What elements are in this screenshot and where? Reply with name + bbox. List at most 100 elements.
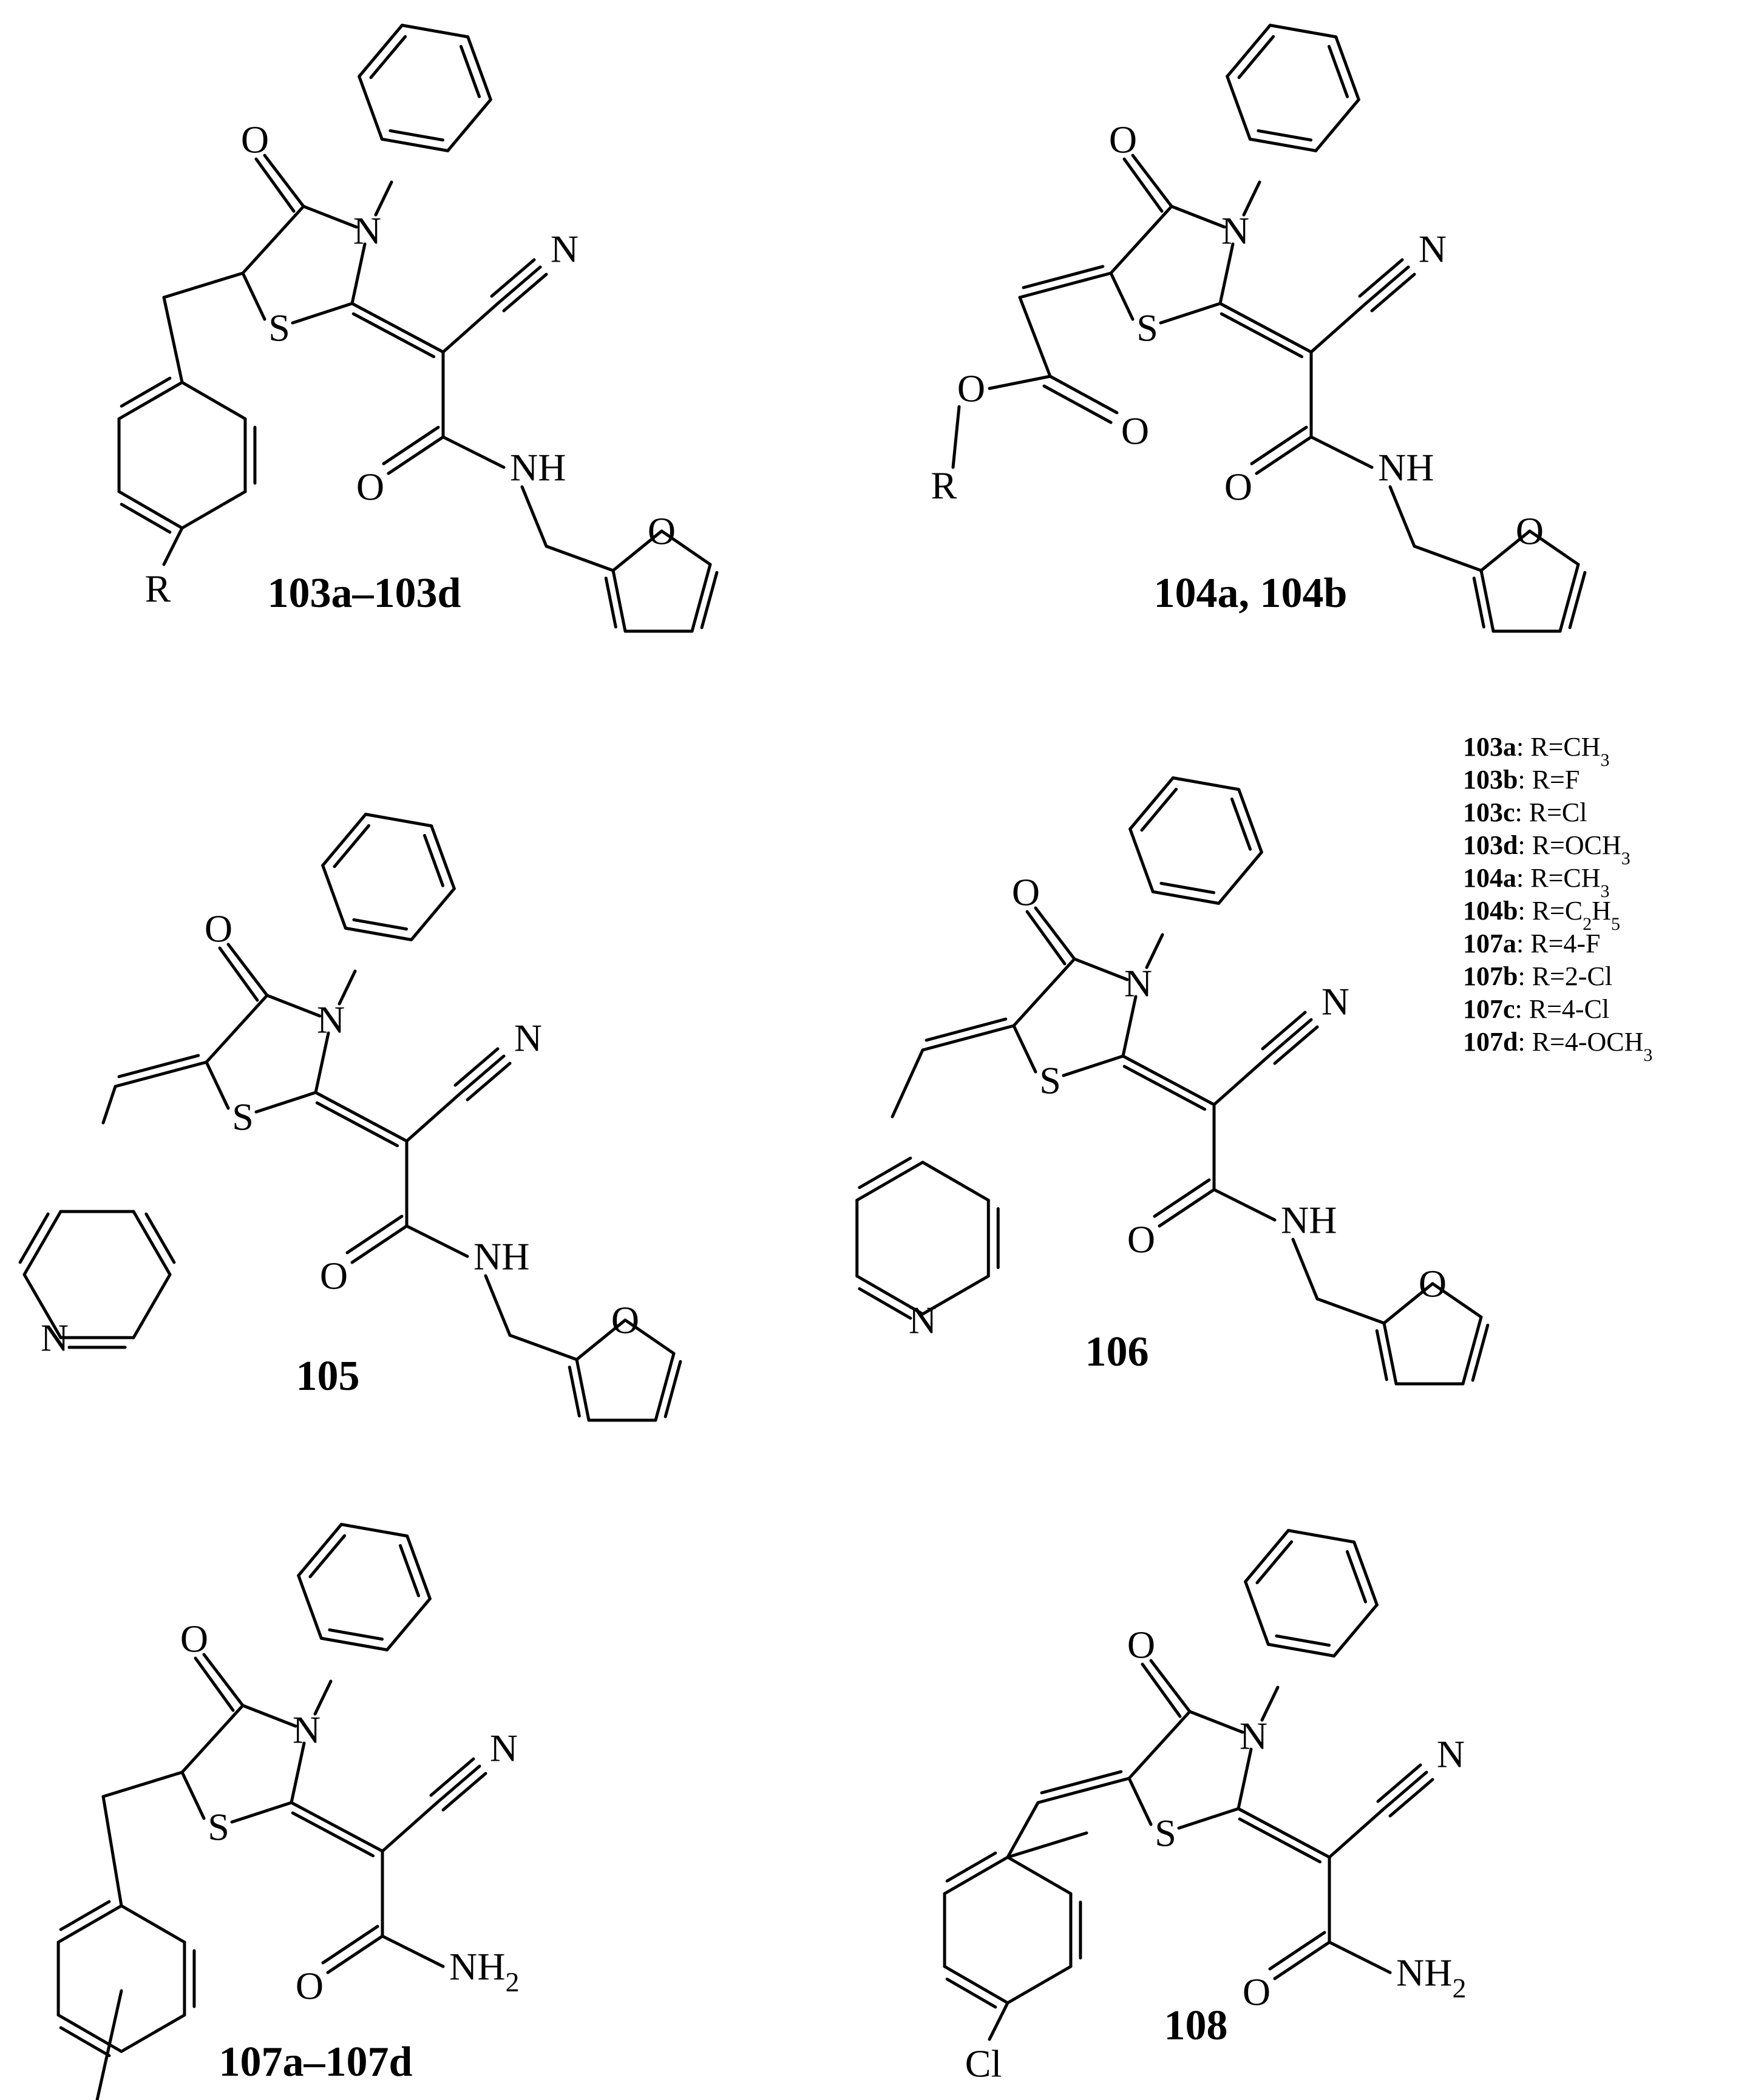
ring-bond [314, 1031, 330, 1094]
ring-bond [254, 1091, 317, 1114]
amide-nh-label: NH [1378, 446, 1434, 489]
pyridine-bond [921, 1275, 990, 1316]
phenyl-bond [339, 1523, 409, 1538]
ring-bond [350, 242, 367, 305]
amide-co-bond [387, 435, 445, 475]
ring-nitrogen: N [1221, 209, 1249, 252]
double-bond-line [120, 503, 172, 534]
furan-bond [1528, 529, 1580, 566]
carbonyl-oxygen: O [1127, 1624, 1155, 1667]
amide-cn-bond [1212, 1188, 1277, 1222]
phenyl-bond [410, 887, 456, 941]
furfuryl-bond [1315, 1297, 1386, 1325]
double-bond-line [18, 1212, 50, 1264]
benzyl-bond [101, 1795, 123, 1908]
ring-nitrogen: N [293, 1709, 321, 1752]
amide-cn-bond [1309, 435, 1374, 469]
n-phenyl-bond [313, 1679, 333, 1716]
compound-label-107: 107a–107d [219, 2039, 413, 2085]
furan-bond [611, 529, 663, 572]
phenyl-bond [321, 864, 347, 930]
compound-label-105: 105 [296, 1353, 360, 1400]
exocyclic-bond [350, 302, 445, 354]
phenyl-bond [1151, 890, 1221, 905]
amide-cn-bond [441, 435, 506, 469]
nitrile-bond [1358, 258, 1404, 298]
nitrile-bond [435, 1764, 481, 1804]
furan-bond [611, 569, 627, 633]
furan-bond [660, 529, 712, 566]
phenyl-bond [1244, 1529, 1290, 1583]
nitrile-nitrogen: N [1322, 980, 1349, 1023]
n-phenyl-bond [1242, 180, 1261, 217]
carbonyl-bond [218, 946, 259, 1002]
nitrile-bond [1261, 1011, 1307, 1051]
amide-oxygen: O [296, 1965, 324, 2008]
double-bond-line [1220, 312, 1304, 359]
furan-bond [623, 1318, 676, 1355]
ester-r-bond [951, 405, 961, 469]
phenyl-bond [297, 1574, 323, 1640]
pyridyl-bond [101, 1085, 117, 1125]
phenyl-bond [1244, 1580, 1270, 1646]
double-bond-line [1040, 1770, 1123, 1795]
phenyl-bond [385, 1597, 432, 1651]
furan-bond [1382, 1321, 1398, 1386]
ring-bond [230, 1801, 293, 1824]
amide-oxygen: O [1224, 466, 1252, 509]
ring-bond [265, 994, 322, 1018]
phenyl-bond [1266, 1642, 1336, 1658]
double-bond-line [925, 1017, 1008, 1042]
carbonyl-bond [263, 154, 305, 208]
phenyl-bond [1314, 98, 1360, 152]
legend-entry: 103a: R=CH3 [1463, 732, 1610, 770]
pyridine-bond [22, 1210, 63, 1276]
carbonyl-oxygen: O [241, 118, 269, 161]
ring-bond [241, 271, 266, 321]
amide-co-bond [321, 1925, 379, 1965]
r-substituent: R [78, 2097, 104, 2100]
furfuryl-ch2-bond [1388, 485, 1416, 548]
n-phenyl-bond [1260, 1685, 1280, 1722]
ring-bond [241, 1704, 297, 1728]
amide-co-bond [1153, 1178, 1211, 1218]
n-phenyl-bond [374, 180, 393, 217]
phenyl-double-bond [1140, 787, 1178, 832]
phenyl-double-bond [1237, 35, 1275, 80]
double-bond-line [351, 312, 436, 359]
furan-oxygen: O [1419, 1262, 1447, 1306]
ring-bond [1127, 1710, 1192, 1780]
phenyl-double-bond [308, 1534, 347, 1579]
ring-bond [1062, 1054, 1125, 1077]
nitrile-bond [1267, 1018, 1313, 1058]
phenyl-bond [358, 75, 384, 141]
amide-oxygen: O [1127, 1218, 1155, 1261]
r-substituent: R [145, 567, 171, 611]
double-bond-line [1568, 571, 1587, 629]
pyridine-nitrogen: N [909, 1299, 937, 1342]
ring-bond [1012, 1024, 1037, 1074]
ring-bond [1218, 242, 1235, 305]
phenyl-double-bond [388, 129, 445, 142]
exocyclic-bond [1218, 302, 1313, 354]
cyano-bond [1212, 1054, 1271, 1106]
exocyclic-bond [1237, 1807, 1331, 1859]
ring-bond [1012, 957, 1076, 1028]
furan-bond [575, 1318, 627, 1361]
compound-label-108: 108 [1164, 2002, 1228, 2049]
carbonyl-oxygen: O [1109, 118, 1137, 161]
cyano-bond [1309, 302, 1368, 354]
carbonyl-bond [1122, 157, 1164, 213]
legend-entry: 107b: R=2-Cl [1463, 961, 1612, 991]
nitrile-bond [441, 1772, 487, 1812]
amide-co-bond [350, 1224, 409, 1264]
ring-bond [180, 1704, 245, 1774]
furfuryl-bond [508, 1333, 579, 1361]
exocyclic-bond [1018, 271, 1113, 299]
nitrile-bond [1382, 1770, 1428, 1810]
carbonyl-bond [254, 157, 296, 213]
benzyl-ch2-bond [162, 271, 245, 299]
ring-bond [1109, 271, 1135, 321]
ring-nitrogen: N [1240, 1715, 1267, 1758]
bond-lines [18, 24, 1587, 2100]
